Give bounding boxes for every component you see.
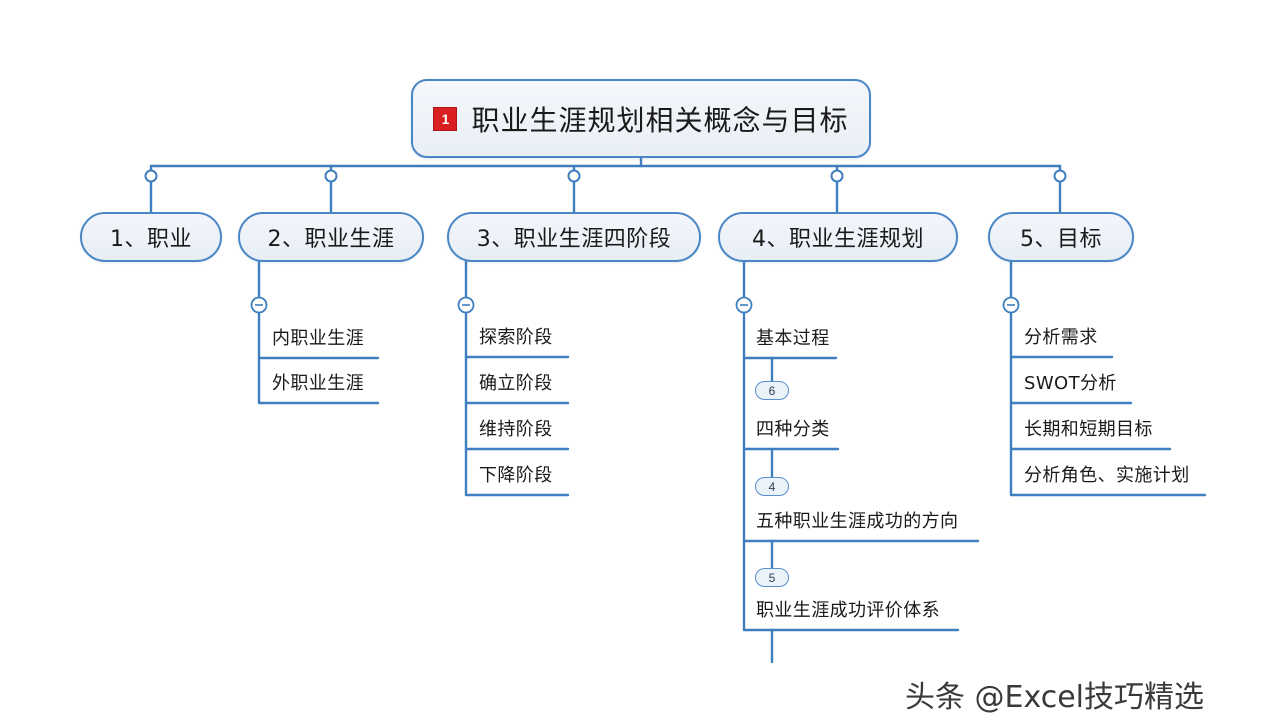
leaf-node-b3-1[interactable]: 探索阶段	[479, 327, 553, 348]
branch-node-5-label: 5、目标	[1020, 227, 1102, 252]
collapse-toggle-branch-2	[250, 296, 268, 314]
collapse-toggle-branch-3	[457, 296, 475, 314]
branch-node-1[interactable]: 1、职业	[80, 212, 222, 262]
leaf-node-b4-3[interactable]: 五种职业生涯成功的方向	[756, 511, 959, 532]
connector-dot-2	[324, 169, 338, 183]
watermark: 头条 @Excel技巧精选	[905, 680, 1205, 715]
leaf-node-b4-2[interactable]: 四种分类	[756, 419, 830, 440]
branch-node-1-label: 1、职业	[110, 227, 192, 252]
leaf-node-b5-4[interactable]: 分析角色、实施计划	[1024, 465, 1190, 486]
root-node-label: 职业生涯规划相关概念与目标	[471, 103, 849, 137]
leaf-node-b3-3[interactable]: 维持阶段	[479, 419, 553, 440]
branch-node-5[interactable]: 5、目标	[988, 212, 1134, 262]
leaf-node-b4-1[interactable]: 基本过程	[756, 328, 830, 349]
root-node-content: 1 职业生涯规划相关概念与目标	[433, 99, 848, 139]
count-badge-b4-4: 5	[755, 568, 789, 587]
leaf-node-b4-4[interactable]: 职业生涯成功评价体系	[756, 600, 940, 621]
branch-node-2-label: 2、职业生涯	[267, 227, 395, 252]
connector-dot-3	[567, 169, 581, 183]
connector-dot-5	[1053, 169, 1067, 183]
collapse-toggle-branch-4	[735, 296, 753, 314]
count-badge-b4-3: 4	[755, 477, 789, 496]
leaf-node-b2-2[interactable]: 外职业生涯	[272, 373, 364, 394]
branch-node-2[interactable]: 2、职业生涯	[238, 212, 424, 262]
connector-dot-1	[144, 169, 158, 183]
branch-node-3[interactable]: 3、职业生涯四阶段	[447, 212, 701, 262]
branch-node-4-label: 4、职业生涯规划	[752, 227, 924, 252]
leaf-node-b5-1[interactable]: 分析需求	[1024, 327, 1098, 348]
connector-dot-4	[830, 169, 844, 183]
leaf-node-b2-1[interactable]: 内职业生涯	[272, 328, 364, 349]
leaf-node-b5-2[interactable]: SWOT分析	[1024, 373, 1117, 394]
root-node[interactable]: 1 职业生涯规划相关概念与目标	[411, 79, 871, 158]
branch-node-3-label: 3、职业生涯四阶段	[476, 227, 672, 252]
branch-node-4[interactable]: 4、职业生涯规划	[718, 212, 958, 262]
count-badge-b4-2: 6	[755, 381, 789, 400]
leaf-node-b3-4[interactable]: 下降阶段	[479, 465, 553, 486]
leaf-node-b3-2[interactable]: 确立阶段	[479, 373, 553, 394]
number-badge-icon: 1	[433, 106, 458, 131]
collapse-toggle-branch-5	[1002, 296, 1020, 314]
leaf-node-b5-3[interactable]: 长期和短期目标	[1024, 419, 1153, 440]
